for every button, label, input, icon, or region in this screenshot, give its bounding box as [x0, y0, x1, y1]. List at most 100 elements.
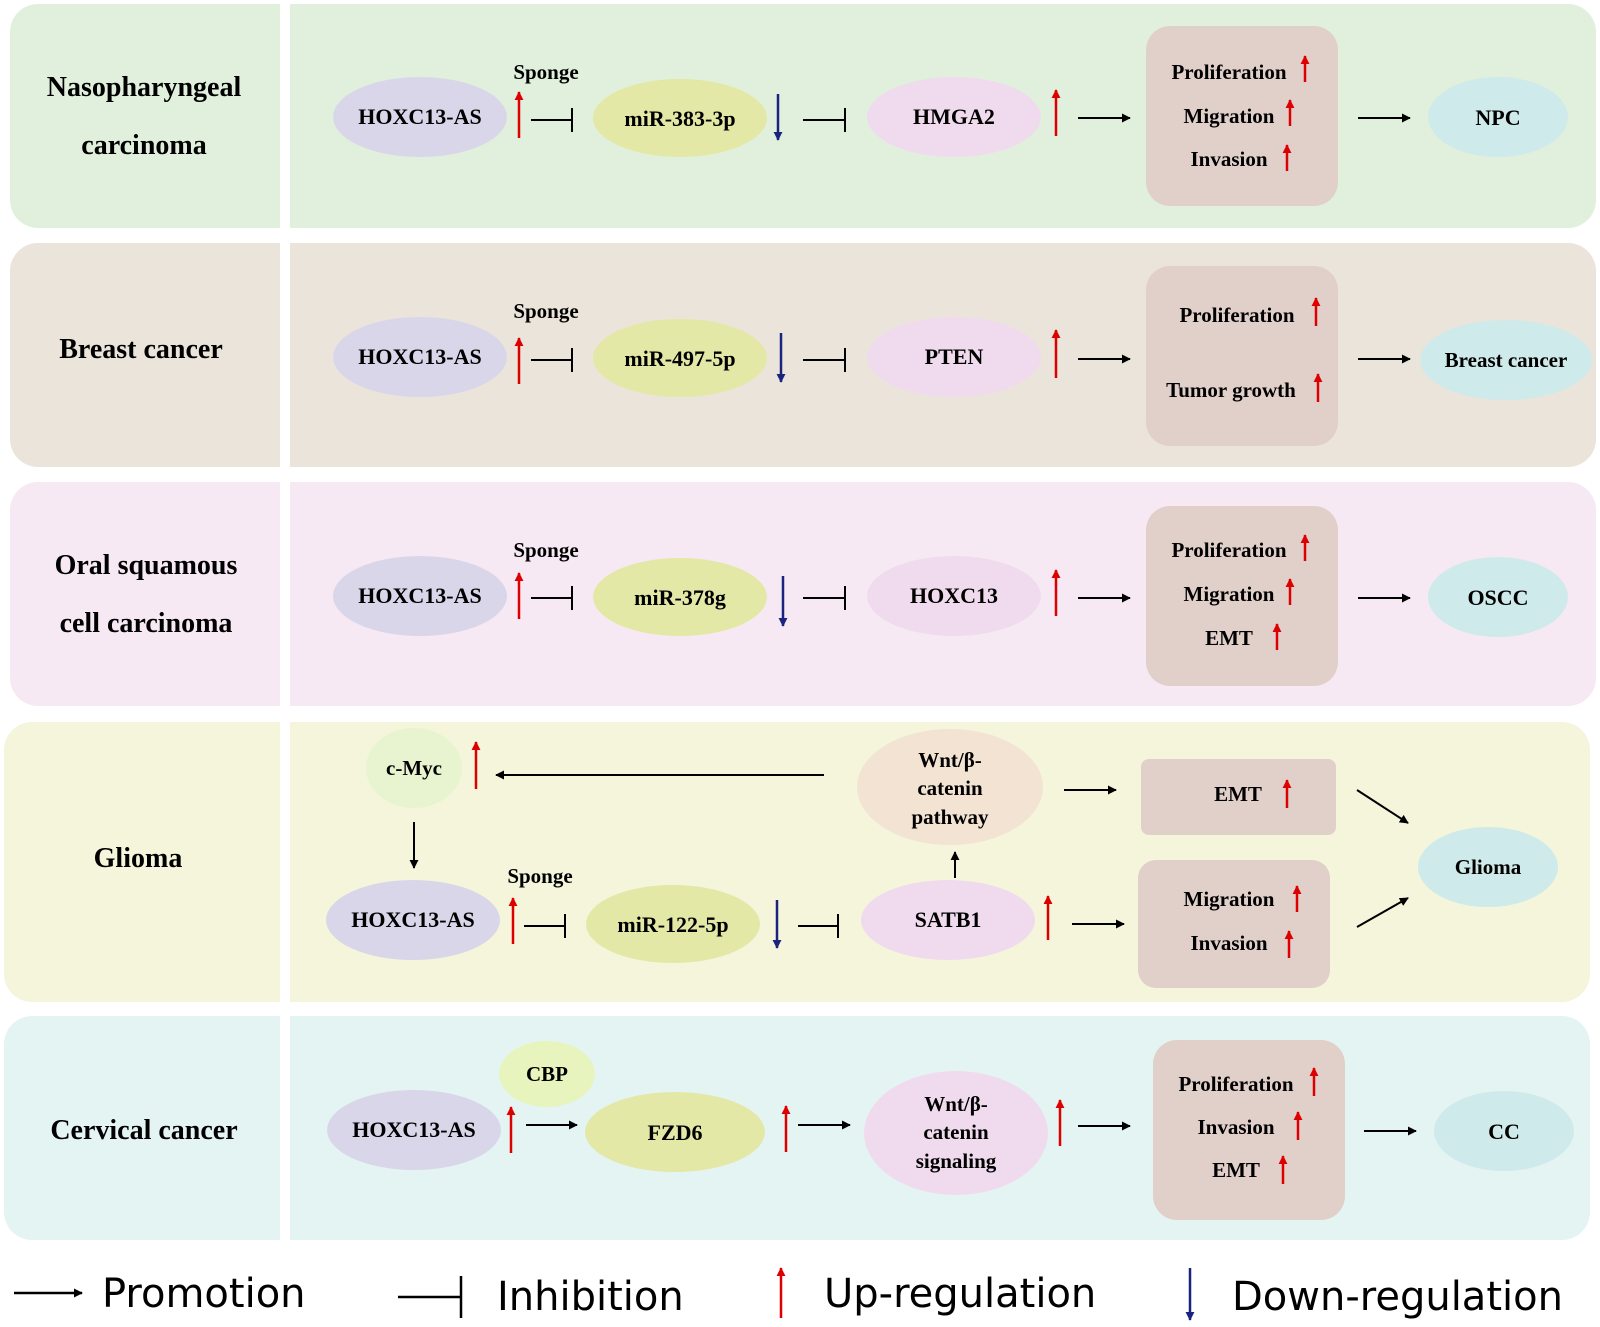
inhibition-icon: [531, 108, 573, 132]
outcome-box: [1153, 1040, 1345, 1220]
inhibition-icon: [803, 348, 846, 372]
mirna-node: [593, 319, 767, 397]
panel-breast-cancer: Breast cancer HOXC13-AS Sponge miR-497-5…: [10, 243, 1596, 467]
outcome-label: Tumor growth: [1166, 378, 1296, 402]
wnt-signaling-node: [864, 1071, 1048, 1195]
mirna-label: miR-383-3p: [624, 106, 735, 131]
outcome-label: Proliferation: [1179, 303, 1294, 327]
target-gene-label: HMGA2: [913, 104, 995, 129]
disease-node: [1434, 1091, 1574, 1171]
panel-background: [4, 722, 1590, 1002]
sponge-label: Sponge: [513, 538, 578, 562]
sponge-label: Sponge: [513, 60, 578, 84]
disease-node: [1428, 77, 1568, 157]
legend: Promotion Inhibition Up-regulation Down-…: [14, 1267, 1563, 1321]
outcome-box: [1146, 506, 1338, 686]
hoxc13-as-node: [333, 556, 507, 636]
panel-label: Cervical cancer: [50, 1115, 237, 1146]
cbp-label: CBP: [526, 1062, 568, 1086]
disease-label: Glioma: [1455, 855, 1522, 879]
inhibition-icon: [524, 914, 566, 938]
panel-oral-squamous: Oral squamous cell carcinoma HOXC13-AS S…: [10, 482, 1596, 706]
emt-box: [1141, 759, 1336, 835]
panel-divider: [280, 722, 290, 1002]
disease-label: CC: [1488, 1119, 1520, 1144]
c-myc-node: [366, 728, 462, 808]
wnt-signaling-label: catenin: [923, 1120, 989, 1144]
panel-background: [4, 1016, 1590, 1240]
wnt-pathway-label: pathway: [911, 805, 989, 829]
disease-label: OSCC: [1467, 585, 1528, 610]
emt-label: EMT: [1214, 782, 1262, 806]
outcome-label: Migration: [1184, 887, 1275, 911]
panel-label: cell carcinoma: [60, 608, 233, 639]
hoxc13-as-node: [327, 1090, 501, 1170]
outcome-box: [1138, 860, 1330, 988]
c-myc-label: c-Myc: [386, 756, 442, 780]
panel-background: [10, 482, 1596, 706]
panel-divider: [280, 1016, 290, 1240]
inhibition-icon: [803, 108, 846, 132]
promotion-arrow: [1356, 789, 1409, 824]
outcome-label: Proliferation: [1178, 1072, 1293, 1096]
hoxc13-as-node: [326, 880, 500, 960]
disease-node: [1418, 827, 1558, 907]
panel-background: [10, 243, 1596, 467]
sponge-label: Sponge: [507, 864, 572, 888]
inhibition-icon: [798, 914, 839, 938]
outcome-box: [1146, 266, 1338, 446]
panel-label: Glioma: [94, 843, 183, 874]
wnt-pathway-label: Wnt/β-: [918, 748, 982, 772]
panel-divider: [280, 4, 290, 228]
panel-label: carcinoma: [81, 130, 206, 161]
hoxc13-as-label: HOXC13-AS: [358, 583, 481, 608]
outcome-label: EMT: [1212, 1158, 1260, 1182]
cbp-node: [499, 1041, 595, 1107]
hoxc13-as-node: [333, 77, 507, 157]
panel-divider: [280, 482, 290, 706]
outcome-label: Proliferation: [1171, 60, 1286, 84]
legend-up-regulation-label: Up-regulation: [824, 1271, 1096, 1317]
mirna-node: [593, 558, 767, 636]
hoxc13-as-label: HOXC13-AS: [358, 344, 481, 369]
legend-down-regulation-label: Down-regulation: [1232, 1274, 1563, 1320]
hoxc13-as-label: HOXC13-AS: [358, 104, 481, 129]
mirna-label: miR-378g: [634, 585, 726, 610]
target-gene-node: [867, 317, 1041, 397]
target-gene-node: [867, 77, 1041, 157]
panel-cervical-cancer: Cervical cancer HOXC13-AS CBP FZD6 Wnt/β…: [4, 1016, 1590, 1240]
mirna-node: [586, 885, 760, 963]
outcome-label: Migration: [1184, 104, 1275, 128]
panel-divider: [280, 243, 290, 467]
disease-label: NPC: [1475, 105, 1520, 130]
target-gene-node: [861, 880, 1035, 960]
legend-promotion-label: Promotion: [102, 1271, 306, 1317]
wnt-pathway-label: catenin: [917, 776, 983, 800]
target-gene-label: HOXC13: [910, 583, 998, 608]
target-gene-node: [867, 556, 1041, 636]
mirna-label: miR-122-5p: [617, 912, 728, 937]
mirna-node: [593, 79, 767, 157]
inhibition-icon: [531, 586, 573, 610]
panel-background: [10, 4, 1596, 228]
hoxc13-as-node: [333, 317, 507, 397]
hoxc13-as-label: HOXC13-AS: [351, 907, 474, 932]
fzd6-label: FZD6: [648, 1120, 703, 1145]
legend-inhibition-icon: [398, 1276, 463, 1318]
wnt-pathway-node: [857, 729, 1043, 845]
wnt-signaling-label: Wnt/β-: [924, 1092, 988, 1116]
panel-glioma: Glioma c-Myc Wnt/β- catenin pathway EMT …: [4, 722, 1590, 1002]
outcome-label: Invasion: [1190, 931, 1267, 955]
panel-label: Nasopharyngeal: [47, 72, 242, 103]
outcome-box: [1146, 26, 1338, 206]
hoxc13-as-label: HOXC13-AS: [352, 1117, 475, 1142]
promotion-arrow: [1356, 897, 1409, 928]
outcome-label: EMT: [1205, 626, 1253, 650]
panel-label: Breast cancer: [59, 334, 223, 365]
wnt-signaling-label: signaling: [916, 1149, 997, 1173]
target-gene-label: SATB1: [915, 907, 982, 932]
target-gene-label: PTEN: [925, 344, 984, 369]
fzd6-node: [585, 1092, 765, 1172]
outcome-label: Invasion: [1197, 1115, 1274, 1139]
